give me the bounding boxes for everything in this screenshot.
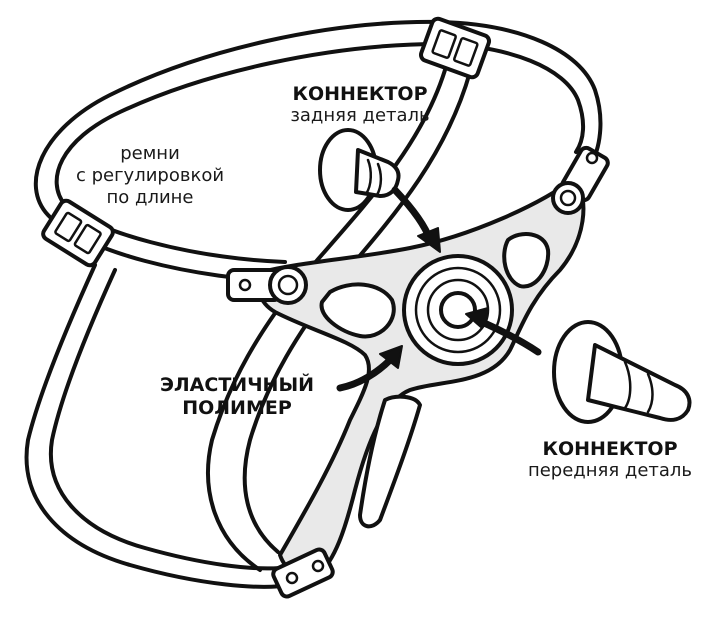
harness-plate bbox=[256, 176, 586, 579]
buckle-left bbox=[41, 198, 115, 268]
polymer-label-line1: ЭЛАСТИЧНЫЙ bbox=[160, 373, 314, 396]
leg-straps bbox=[24, 68, 472, 589]
plate-cutout-right bbox=[502, 232, 551, 289]
plate-cutout-bottom bbox=[358, 394, 422, 529]
arrow-polymer bbox=[336, 345, 403, 392]
rivet-left bbox=[226, 265, 308, 305]
buckle-top bbox=[418, 16, 492, 80]
arrow-front-connector bbox=[465, 307, 542, 356]
connector-front-title: КОННЕКТОР bbox=[542, 438, 677, 460]
connector-back-subtitle: задняя деталь bbox=[290, 105, 429, 126]
connector-front-subtitle: передняя деталь bbox=[528, 460, 692, 481]
connector-back-title: КОННЕКТОР bbox=[292, 83, 427, 105]
straps-label-line2: с регулировкой bbox=[76, 165, 224, 186]
straps-label-line3: по длине bbox=[107, 187, 194, 208]
connector-back-icon bbox=[318, 128, 401, 212]
plate-cutout-left bbox=[319, 282, 396, 339]
rivet-bottom bbox=[271, 547, 335, 599]
arrow-back-connector bbox=[391, 186, 441, 253]
rivet-right bbox=[551, 145, 610, 215]
connector-front-icon bbox=[552, 320, 692, 424]
polymer-label-line2: ПОЛИМЕР bbox=[182, 397, 292, 419]
straps-label-line1: ремни bbox=[120, 143, 180, 164]
